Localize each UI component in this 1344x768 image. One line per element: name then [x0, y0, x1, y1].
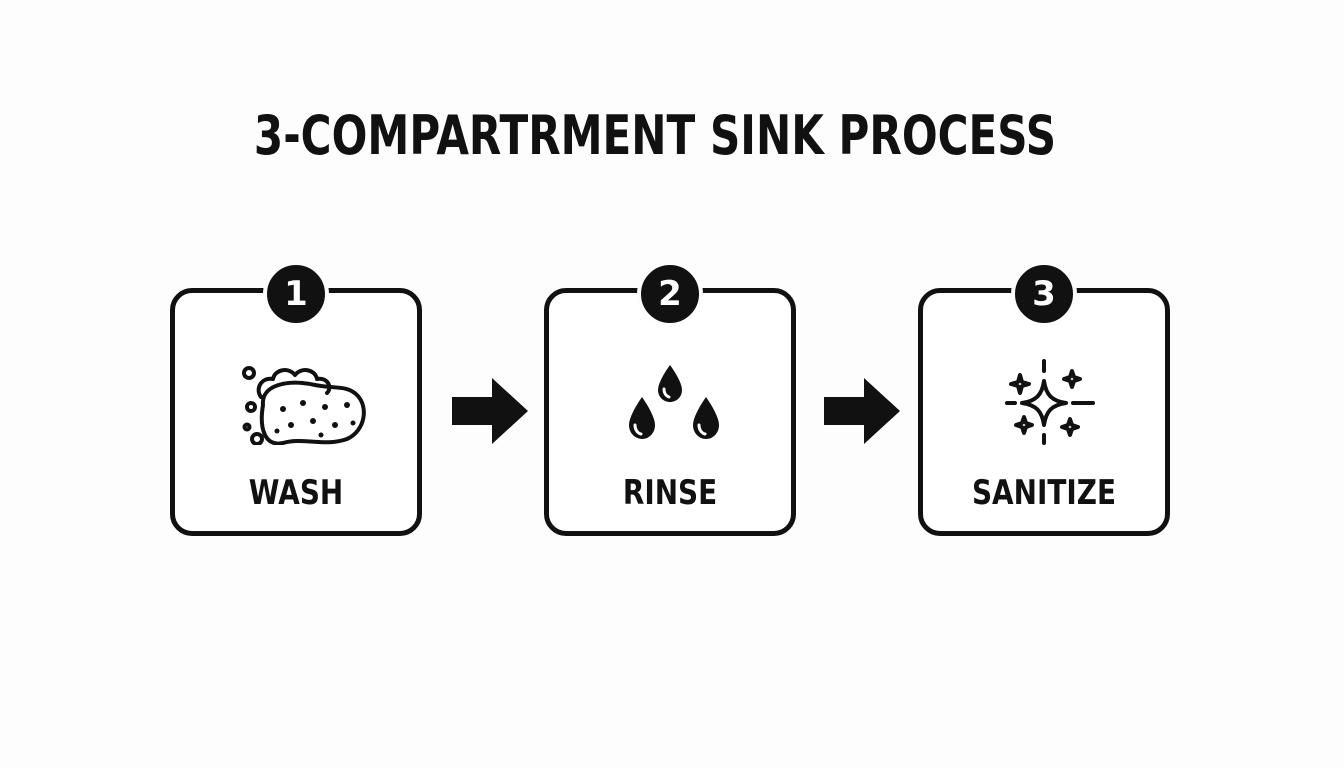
sponge-bubbles-icon — [242, 366, 366, 445]
step-badge-2: 2 — [637, 261, 703, 327]
arrow-right-icon — [452, 378, 528, 444]
step-label-wash: WASH — [248, 473, 344, 513]
water-drops-icon — [629, 365, 719, 439]
step-badge-1: 1 — [263, 261, 329, 327]
step-label-rinse: RINSE — [622, 473, 718, 513]
step-box-wash: 1 WASH — [170, 261, 422, 536]
step-badge-3: 3 — [1011, 261, 1077, 327]
sparkle-icon — [1005, 359, 1095, 445]
step-label-sanitize: SANITIZE — [971, 473, 1117, 513]
step-box-sanitize: 3 SANITIZE — [918, 261, 1170, 536]
arrow-right-icon — [824, 378, 900, 444]
step-box-rinse: 2 RINSE — [544, 261, 796, 536]
diagram-title: 3-COMPARTRMENT SINK PROCESS — [253, 104, 1057, 167]
